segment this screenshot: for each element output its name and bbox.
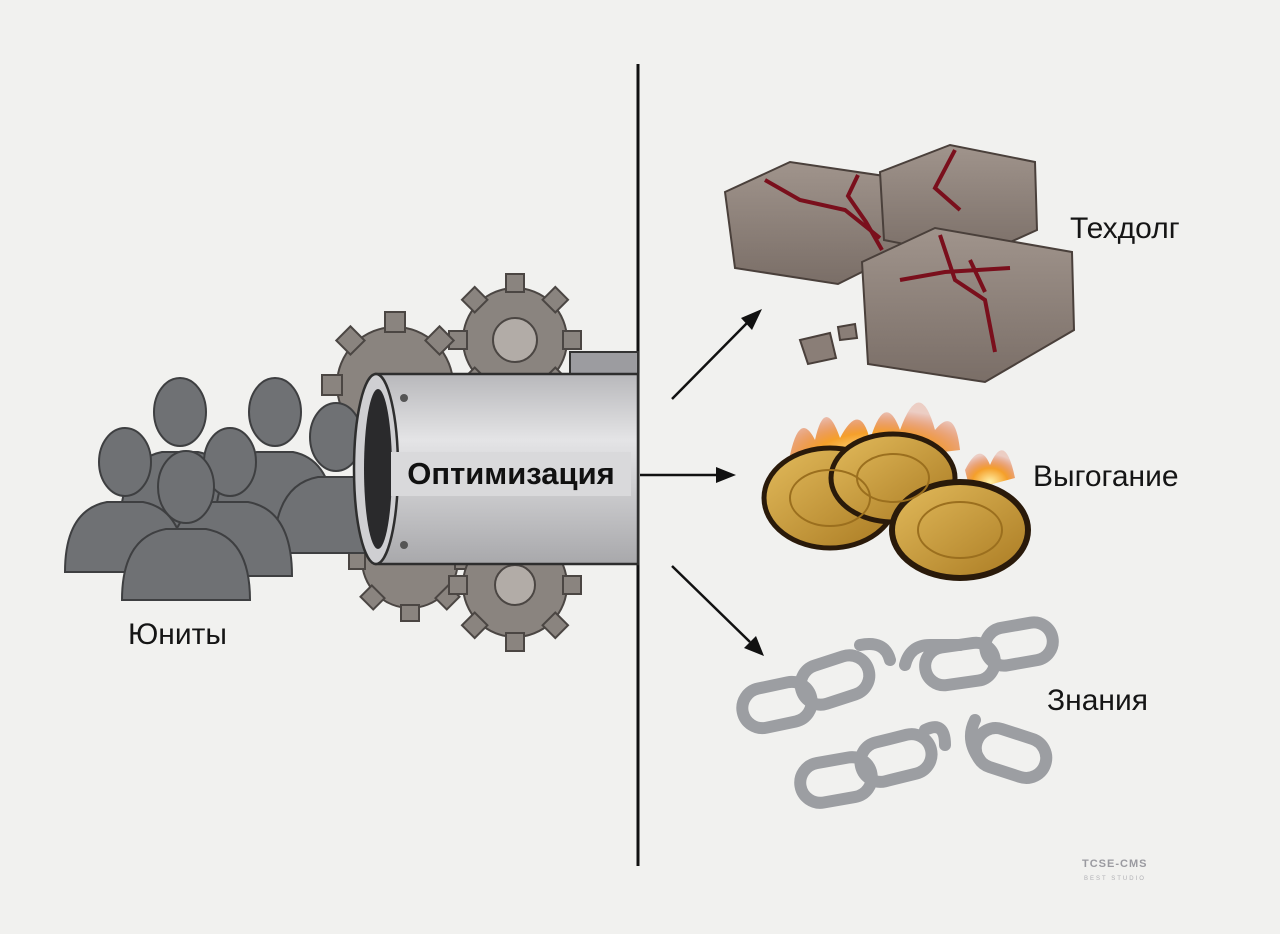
broken-chains-icon [736, 616, 1059, 809]
burnout-label: Выгогание [1033, 460, 1179, 493]
tech-debt-label: Техдолг [1070, 212, 1180, 245]
watermark: TCSE-CMS [1082, 858, 1148, 870]
knowledge-label: Знания [1047, 684, 1148, 717]
arrows [640, 309, 764, 656]
arrow-head-burnout [716, 467, 736, 483]
arrow-head-tech-debt [741, 309, 762, 330]
arrow-head-knowledge [744, 636, 764, 656]
arrow-to-knowledge [671, 565, 751, 643]
arrow-to-tech-debt [671, 321, 749, 400]
units-label: Юниты [128, 618, 227, 651]
optimization-label: Оптимизация [391, 452, 631, 496]
cracked-bricks-icon [723, 143, 1076, 384]
watermark-subtitle: BEST STUDIO [1084, 876, 1146, 882]
burning-coins-icon [761, 402, 1031, 581]
